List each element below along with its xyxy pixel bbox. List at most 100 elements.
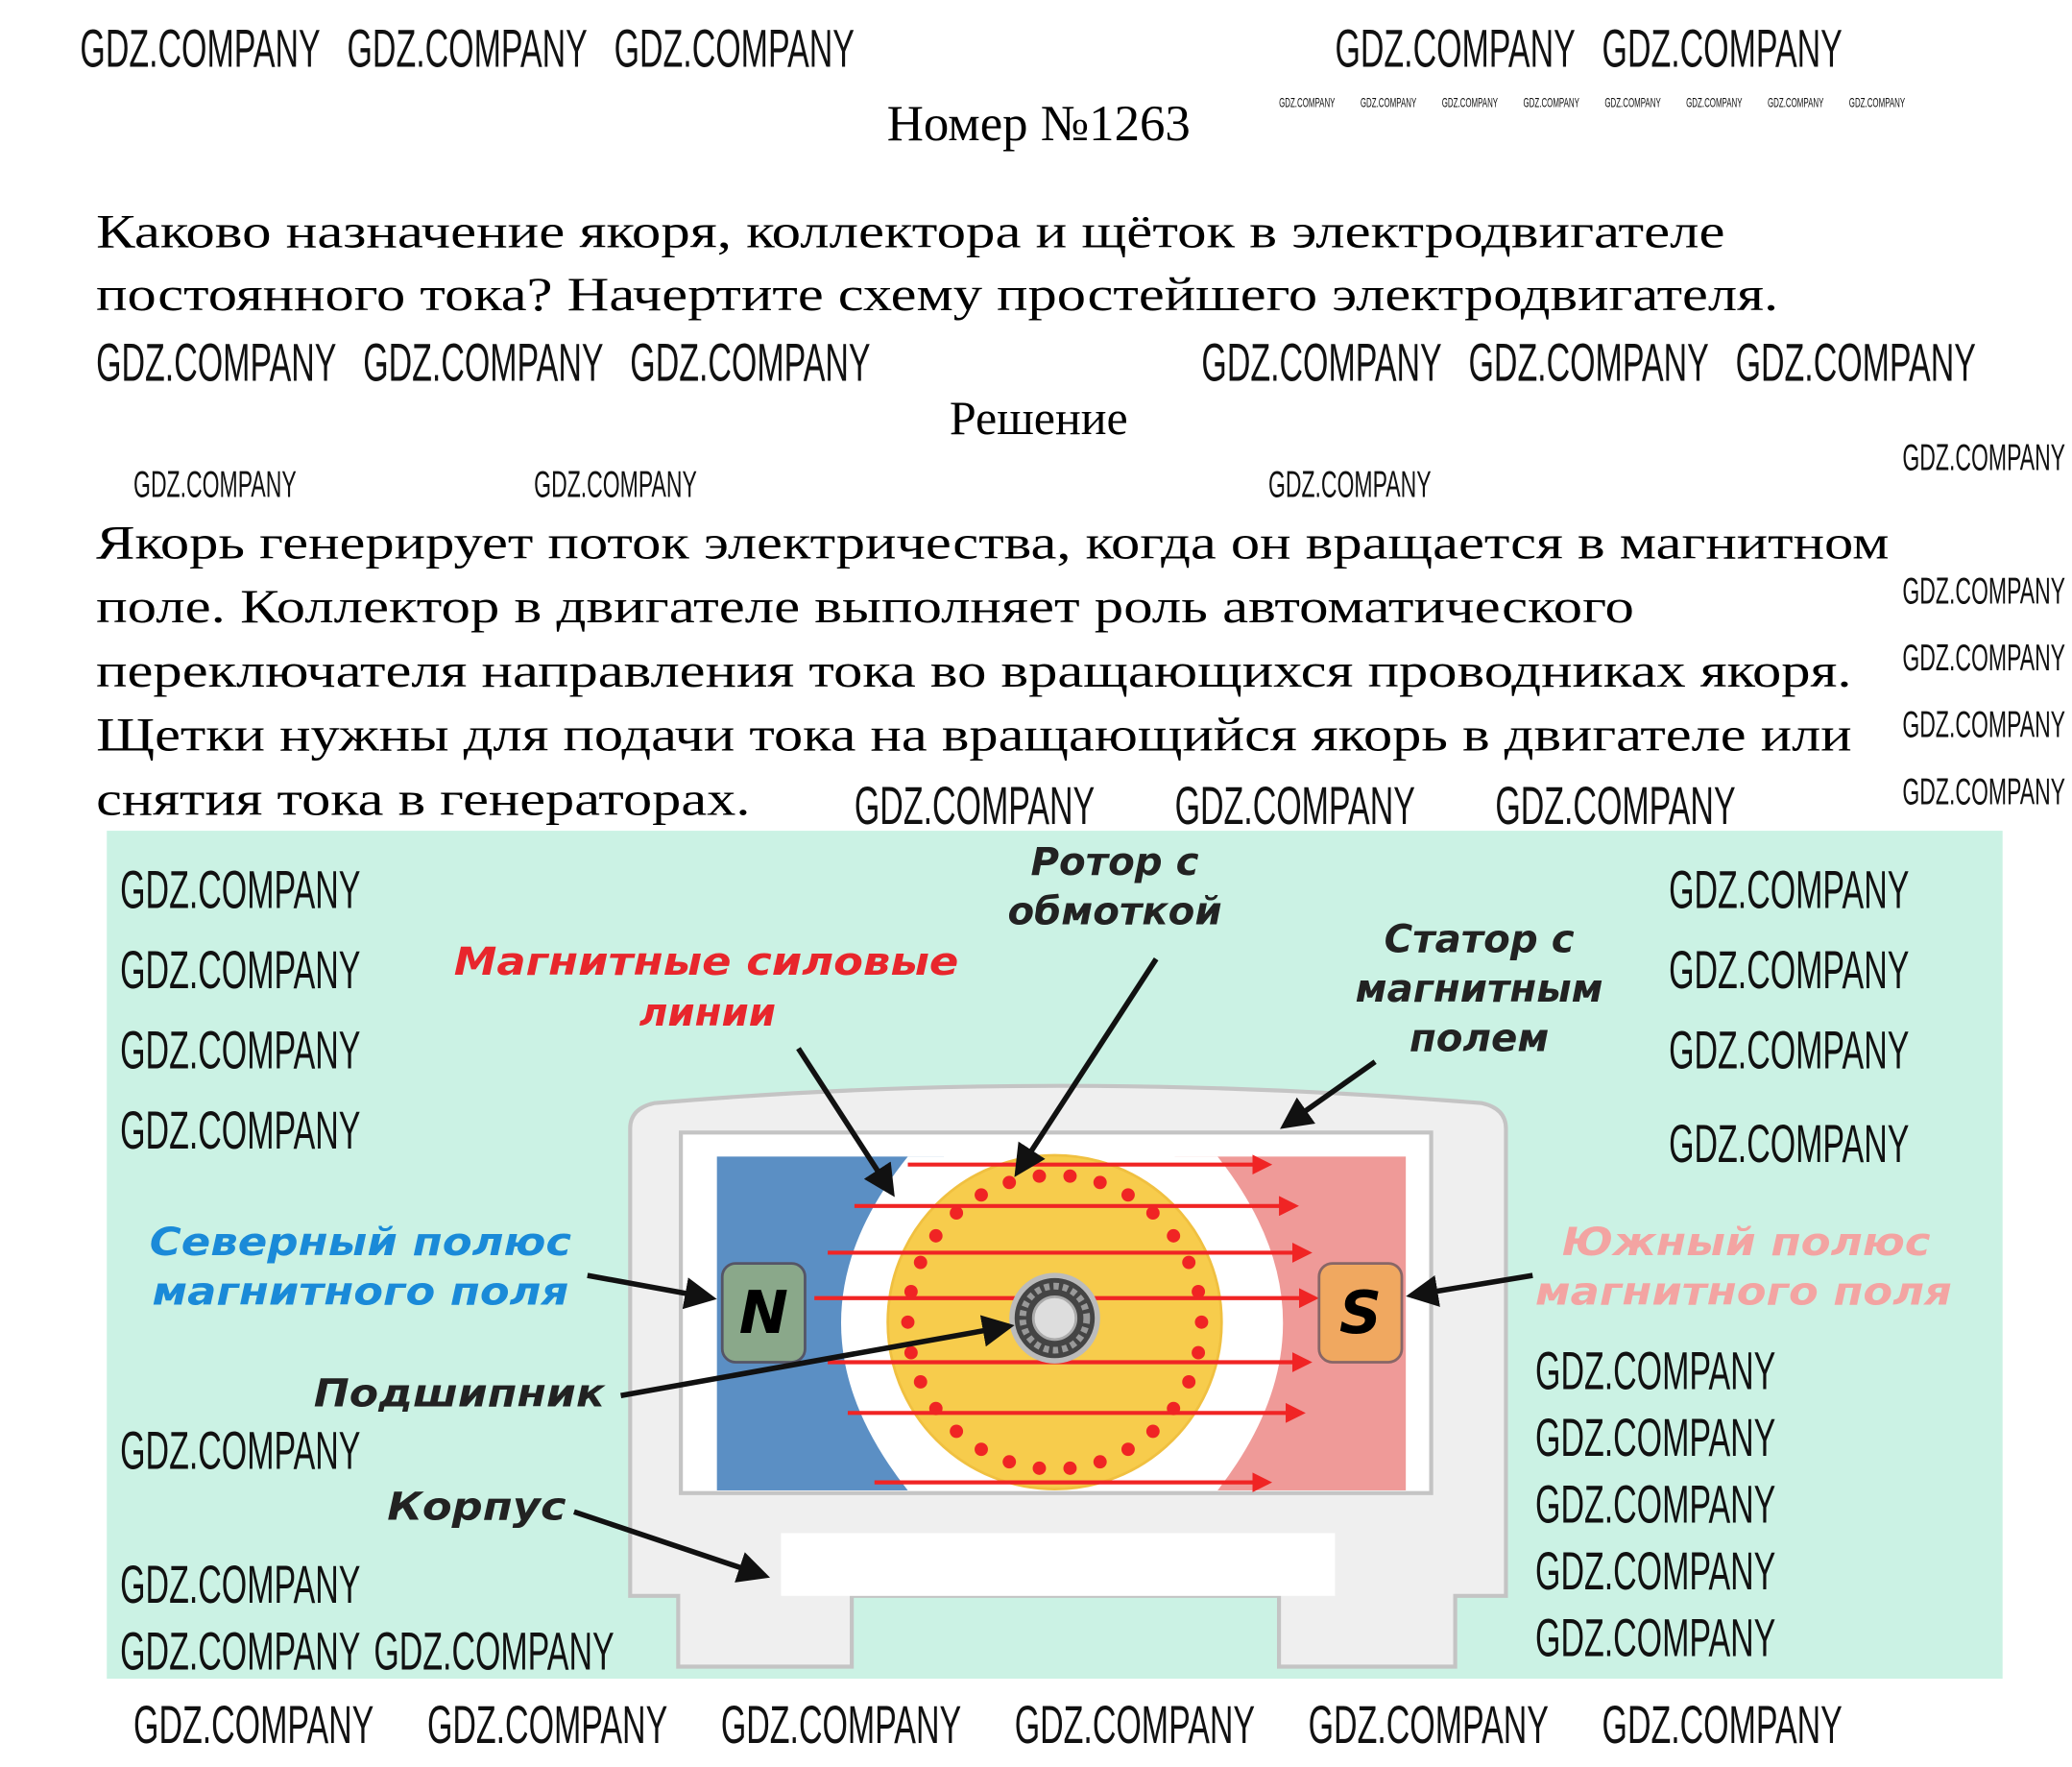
- arrow-north: [587, 1272, 717, 1310]
- watermark: GDZ.COMPANY: [1669, 1114, 1909, 1174]
- watermark: GDZ.COMPANY: [1535, 1341, 1775, 1400]
- watermark: GDZ.COMPANY: [1535, 1541, 1775, 1601]
- winding-dot: [1093, 1455, 1107, 1469]
- north-pole-box: [720, 1262, 807, 1364]
- housing-label: Корпус: [387, 1485, 566, 1530]
- page-title: Номер №1263: [887, 96, 1191, 152]
- question-line: Каково назначение якоря, коллектора и щё…: [96, 204, 1724, 257]
- winding-dot: [950, 1424, 964, 1439]
- north-label: магнитного поля: [153, 1270, 569, 1315]
- solution-line: Щетки нужны для подачи тока на вращающий…: [96, 708, 1851, 762]
- arrow-south: [1406, 1272, 1533, 1307]
- watermark: GDZ.COMPANY: [1524, 94, 1579, 109]
- motor-diagram: N S Ротор с обмоткой Магнитные силовые л…: [107, 831, 2003, 1680]
- south-pole-box: [1317, 1262, 1404, 1364]
- watermark: GDZ.COMPANY: [534, 464, 697, 505]
- winding-dot: [913, 1375, 928, 1389]
- north-label: Северный полюс: [150, 1220, 571, 1265]
- winding-dot: [1093, 1175, 1107, 1190]
- pointer-arrows: [573, 957, 1533, 1583]
- watermark: GDZ.COMPANY: [133, 1695, 373, 1755]
- winding-dot: [1120, 1188, 1135, 1202]
- solution-line: поле. Коллектор в двигателе выполняет ро…: [96, 579, 1634, 633]
- watermark: GDZ.COMPANY: [120, 1421, 360, 1481]
- winding-dot: [928, 1228, 943, 1243]
- watermark: GDZ.COMPANY: [1361, 94, 1416, 109]
- watermark: GDZ.COMPANY: [1309, 1695, 1549, 1755]
- winding-dot: [1192, 1345, 1206, 1360]
- arrow-stator: [1280, 1059, 1377, 1129]
- north-pole-label: N: [739, 1279, 788, 1347]
- watermark: GDZ.COMPANY: [1535, 1408, 1775, 1467]
- watermark: GDZ.COMPANY: [120, 1555, 360, 1614]
- watermark: GDZ.COMPANY: [1669, 860, 1909, 920]
- watermark: GDZ.COMPANY: [1902, 571, 2065, 613]
- field-lines-label: линии: [639, 990, 776, 1035]
- south-pole-label: S: [1339, 1279, 1382, 1347]
- watermark: GDZ.COMPANY: [1849, 94, 1905, 109]
- winding-dot: [975, 1442, 988, 1457]
- watermark: GDZ.COMPANY: [1175, 776, 1415, 835]
- watermark: GDZ.COMPANY: [614, 19, 855, 79]
- winding-dot: [1063, 1461, 1077, 1475]
- stator-label: полем: [1409, 1016, 1549, 1061]
- watermark: GDZ.COMPANY: [1902, 771, 2065, 812]
- arrow-housing: [573, 1509, 771, 1583]
- winding-dot: [903, 1345, 918, 1360]
- watermark: GDZ.COMPANY: [373, 1621, 614, 1681]
- rotor-label: обмоткой: [1007, 888, 1221, 933]
- watermark: GDZ.COMPANY: [348, 19, 588, 79]
- arrow-field-lines: [796, 1047, 895, 1198]
- watermark: GDZ.COMPANY: [1902, 705, 2065, 746]
- watermark: GDZ.COMPANY: [1268, 464, 1432, 505]
- watermark: GDZ.COMPANY: [1602, 19, 1843, 79]
- watermark: GDZ.COMPANY: [1495, 776, 1735, 835]
- winding-dot: [1002, 1455, 1017, 1469]
- bearing-label: Подшипник: [314, 1370, 607, 1416]
- question-line: постоянного тока? Начертите схему просте…: [96, 267, 1778, 321]
- solution-line: переключателя направления тока во вращаю…: [96, 643, 1851, 697]
- bearing: [1009, 1272, 1100, 1364]
- watermark: GDZ.COMPANY: [1604, 94, 1660, 109]
- watermark: GDZ.COMPANY: [96, 332, 336, 392]
- rotor-label: Ротор с: [1030, 839, 1198, 884]
- south-label: Южный полюс: [1562, 1220, 1931, 1265]
- label-cover-patch: [781, 1533, 1336, 1596]
- winding-dot: [1194, 1315, 1209, 1329]
- winding-dot: [1192, 1285, 1206, 1298]
- watermark: GDZ.COMPANY: [120, 940, 360, 1000]
- watermark: GDZ.COMPANY: [363, 332, 603, 392]
- field-lines-label: Магнитные силовые: [454, 939, 959, 984]
- watermark: GDZ.COMPANY: [1469, 332, 1709, 392]
- south-label: магнитного поля: [1535, 1270, 1952, 1315]
- winding-dot: [1002, 1175, 1017, 1190]
- winding-dot: [1167, 1228, 1181, 1243]
- stator-label: магнитным: [1356, 966, 1603, 1011]
- winding-dot: [913, 1255, 928, 1270]
- winding-dot: [1120, 1442, 1135, 1457]
- winding-dot: [1032, 1169, 1047, 1183]
- winding-dot: [1182, 1255, 1196, 1270]
- watermark: GDZ.COMPANY: [1602, 1695, 1843, 1755]
- watermark: GDZ.COMPANY: [1279, 94, 1335, 109]
- winding-dot: [903, 1285, 918, 1298]
- solution-line: снятия тока в генераторах.: [96, 771, 750, 825]
- watermark: GDZ.COMPANY: [1201, 332, 1441, 392]
- watermark: GDZ.COMPANY: [1686, 94, 1742, 109]
- winding-dot: [1063, 1169, 1077, 1183]
- watermark: GDZ.COMPANY: [1902, 438, 2065, 479]
- arrow-bearing: [620, 1315, 1015, 1398]
- watermark: GDZ.COMPANY: [1669, 1021, 1909, 1080]
- watermark: GDZ.COMPANY: [1535, 1474, 1775, 1534]
- watermark: GDZ.COMPANY: [855, 776, 1095, 835]
- watermark: GDZ.COMPANY: [120, 860, 360, 920]
- watermark: GDZ.COMPANY: [1768, 94, 1823, 109]
- watermark: GDZ.COMPANY: [1015, 1695, 1255, 1755]
- watermark: GDZ.COMPANY: [1442, 94, 1498, 109]
- watermark: GDZ.COMPANY: [120, 1021, 360, 1080]
- winding-dot: [1032, 1461, 1047, 1475]
- solution-line: Якорь генерирует поток электричества, ко…: [96, 515, 1889, 569]
- stator-label: Статор с: [1385, 917, 1575, 962]
